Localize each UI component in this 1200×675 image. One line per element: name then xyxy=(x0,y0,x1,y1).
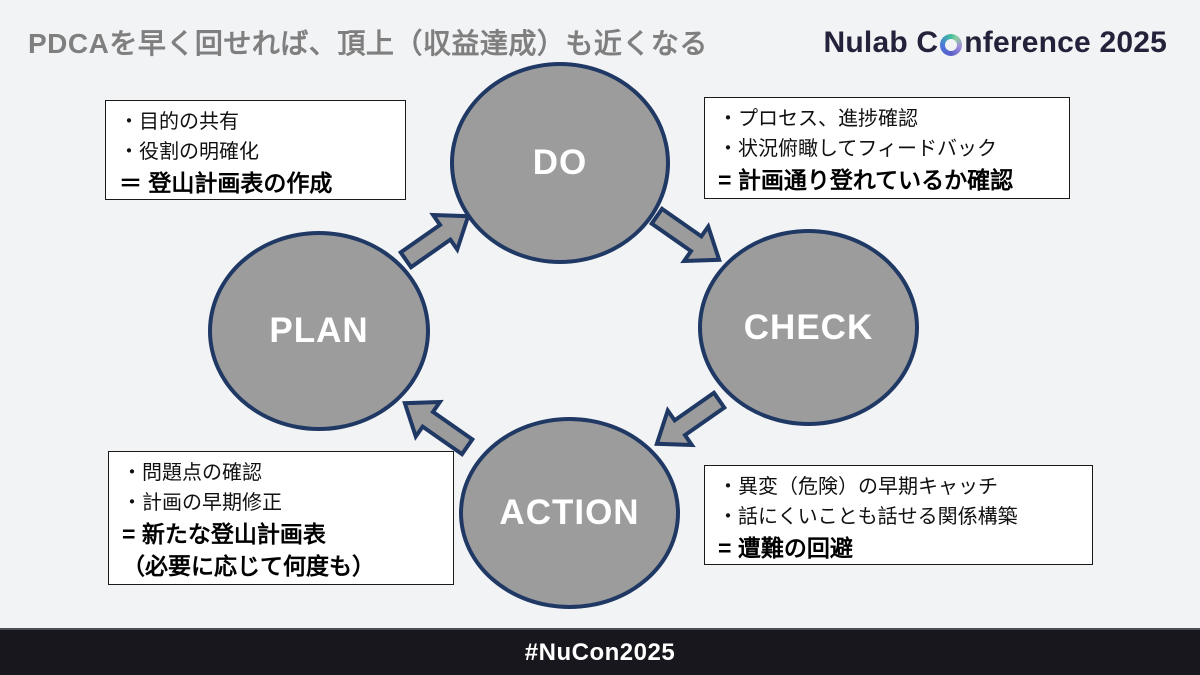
note-bullet: ・異変（危険）の早期キャッチ xyxy=(718,476,998,498)
note-result: = 新たな登山計画表 xyxy=(122,521,326,547)
node-label-do: DO xyxy=(532,143,588,182)
note-bullet: ・話にくいことも話せる関係構築 xyxy=(718,506,1018,528)
arrow-plan-to-do-icon xyxy=(397,212,471,270)
note-box-bottom-right: ・異変（危険）の早期キャッチ ・話にくいことも話せる関係構築 = 遭難の回避 xyxy=(704,465,1093,565)
cycle-node-action: ACTION xyxy=(459,417,680,609)
node-label-plan: PLAN xyxy=(269,311,369,350)
nulab-gradient-o-icon xyxy=(940,34,963,56)
footer-bar: #NuCon2025 xyxy=(0,628,1200,675)
note-bullet: ・問題点の確認 xyxy=(122,462,262,484)
cycle-node-plan: PLAN xyxy=(208,231,430,431)
cycle-node-check: CHECK xyxy=(698,229,919,426)
note-result: （必要に応じて何度も） xyxy=(122,553,375,579)
note-result: = 計画通り登れているか確認 xyxy=(718,167,1014,193)
cycle-node-do: DO xyxy=(450,62,670,264)
logo-text-right: nference 2025 xyxy=(964,26,1167,59)
arrow-action-to-plan-icon xyxy=(402,399,476,457)
note-box-top-left: ・目的の共有 ・役割の明確化 ＝ 登山計画表の作成 xyxy=(105,100,406,200)
note-bullet: ・計画の早期修正 xyxy=(122,492,282,514)
note-box-top-right: ・プロセス、進捗確認 ・状況俯瞰してフィードバック = 計画通り登れているか確認 xyxy=(704,97,1070,199)
nulab-conference-logo: Nulab C nference 2025 xyxy=(824,26,1167,60)
note-bullet: ・目的の共有 xyxy=(119,111,239,133)
note-box-bottom-left: ・問題点の確認 ・計画の早期修正 = 新たな登山計画表 （必要に応じて何度も） xyxy=(108,451,454,585)
note-bullet: ・状況俯瞰してフィードバック xyxy=(718,138,997,160)
logo-text-left: Nulab C xyxy=(823,26,939,59)
node-label-check: CHECK xyxy=(743,307,874,347)
note-result: = 遭難の回避 xyxy=(718,535,853,561)
arrow-check-to-action-icon xyxy=(654,390,728,448)
page-title: PDCAを早く回せれば、頂上（収益達成）も近くなる xyxy=(28,28,708,59)
arrow-do-to-check-icon xyxy=(648,206,722,264)
note-bullet: ・プロセス、進捗確認 xyxy=(718,108,918,130)
note-bullet: ・役割の明確化 xyxy=(119,141,259,163)
footer-hashtag: #NuCon2025 xyxy=(524,638,676,666)
node-label-action: ACTION xyxy=(499,493,640,532)
note-result: ＝ 登山計画表の作成 xyxy=(119,170,333,196)
